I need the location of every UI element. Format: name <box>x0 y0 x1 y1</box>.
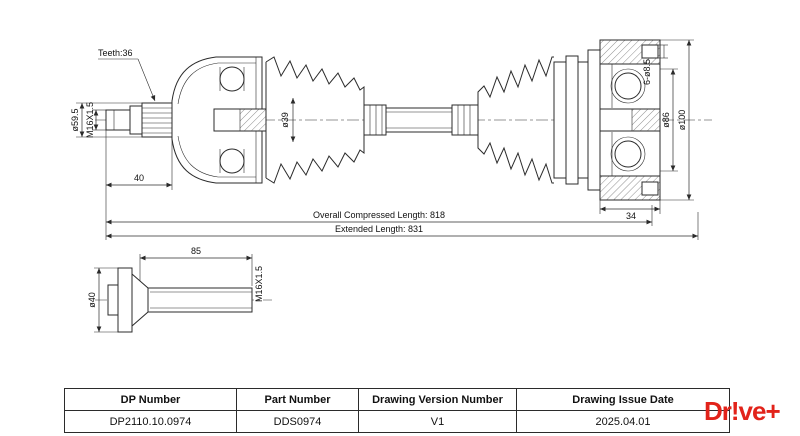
bearing-diameter-dim: ø86 <box>661 112 671 128</box>
flange-width-dim: 34 <box>626 211 636 221</box>
stub-length-dim: 40 <box>134 173 144 183</box>
bolt-head-diameter-dim: ø40 <box>87 292 97 308</box>
bolt-holes-dim: 6-ø8.5 <box>642 59 652 85</box>
extended-length-dim: Extended Length: 831 <box>335 224 423 234</box>
title-block-header-row: DP Number Part Number Drawing Version Nu… <box>64 388 730 411</box>
overall-length-dimensions: Overall Compressed Length: 818 Extended … <box>105 190 699 240</box>
bearing-ball-top <box>219 66 245 92</box>
bolt-shank-length-dim: 85 <box>191 246 201 256</box>
value-version: V1 <box>358 410 517 433</box>
shaft-diameter-dim: ø39 <box>280 112 290 128</box>
header-issue-date: Drawing Issue Date <box>516 388 730 411</box>
title-block-value-row: DP2110.10.0974 DDS0974 V1 2025.04.01 <box>64 410 730 433</box>
teeth-callout: Teeth:36 <box>98 48 156 102</box>
left-boot <box>265 56 365 184</box>
bearing-ball-bottom <box>219 148 245 174</box>
bolt-neck <box>131 272 149 328</box>
stub-thread-dim: M16X1.5 <box>85 102 95 138</box>
stub-diameter-dim: ø59.5 <box>70 108 80 131</box>
flange-dimensions: 6-ø8.5 ø86 ø100 34 <box>599 39 694 221</box>
bolt-thread-dim: M16X1.5 <box>254 266 264 302</box>
bolt-shank <box>147 287 253 313</box>
bolt-hole-top <box>641 44 659 59</box>
left-stub-dimensions: ø59.5 M16X1.5 <box>70 102 142 138</box>
header-version: Drawing Version Number <box>358 388 517 411</box>
title-block-table: DP Number Part Number Drawing Version Nu… <box>64 388 730 433</box>
axle-assembly: ø59.5 M16X1.5 Teeth:36 <box>70 39 712 240</box>
compressed-length-dim: Overall Compressed Length: 818 <box>313 210 445 220</box>
flange-diameter-dim: ø100 <box>677 110 687 131</box>
stub-length-dimension: 40 <box>105 130 173 190</box>
bolt-drawing: ø40 85 M16X1.5 <box>87 246 272 333</box>
bolt-head-face <box>107 284 119 316</box>
header-dp-number: DP Number <box>64 388 237 411</box>
flange-ball-bottom <box>614 140 642 168</box>
shaft-diameter-dimension: ø39 <box>280 98 296 142</box>
value-part-number: DDS0974 <box>236 410 359 433</box>
stub-collar <box>129 105 143 135</box>
flange-ball-top <box>614 72 642 100</box>
right-boot <box>477 56 554 184</box>
technical-drawing: ø59.5 M16X1.5 Teeth:36 <box>70 39 712 333</box>
teeth-label: Teeth:36 <box>98 48 133 58</box>
brand-logo: Dr!ve+ <box>704 396 781 426</box>
bolt-head-flange <box>117 267 133 333</box>
value-issue-date: 2025.04.01 <box>516 410 730 433</box>
header-part-number: Part Number <box>236 388 359 411</box>
value-dp-number: DP2110.10.0974 <box>64 410 237 433</box>
stub-threaded-tip <box>105 109 131 131</box>
left-cv-joint <box>105 56 267 184</box>
axle-shaft <box>363 104 479 136</box>
right-cv-joint-flange <box>553 39 661 201</box>
bolt-hole-bottom <box>641 181 659 196</box>
